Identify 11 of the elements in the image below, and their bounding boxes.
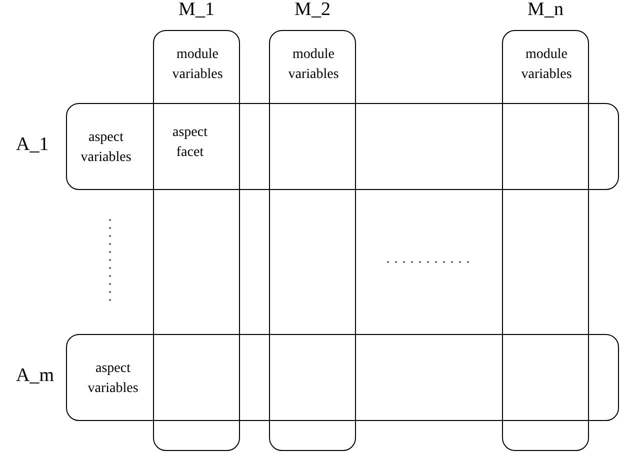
- box-text: aspect variables: [86, 360, 140, 398]
- box-text: aspect variables: [80, 128, 132, 166]
- box-text: module variables: [287, 46, 340, 84]
- column-heading: M_n: [526, 0, 564, 21]
- box-text: module variables: [520, 46, 573, 84]
- column-heading: M_2: [294, 0, 332, 21]
- box-text: module variables: [171, 46, 224, 84]
- row-heading: A_1: [16, 134, 49, 156]
- row-heading: A_m: [16, 364, 54, 386]
- cell-text: aspect facet: [172, 124, 208, 162]
- column-heading: M_1: [178, 0, 216, 21]
